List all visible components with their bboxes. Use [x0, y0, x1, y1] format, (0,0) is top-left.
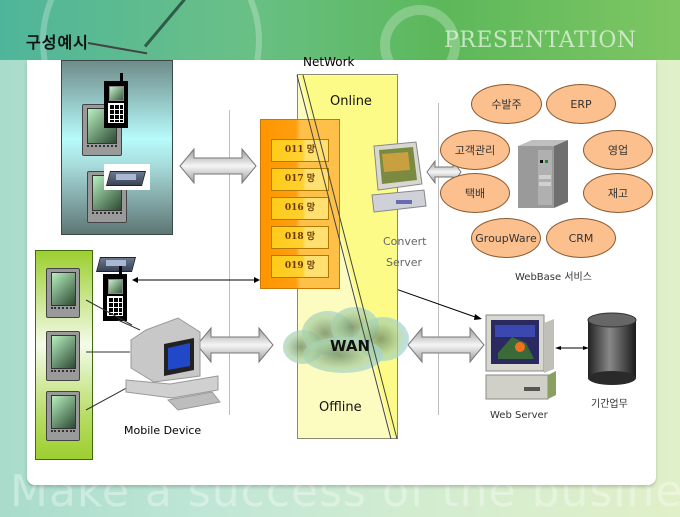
carrier-item: 016 망 [271, 197, 329, 220]
convert-server-label: Server [386, 256, 423, 269]
wan-label: WAN [330, 337, 371, 355]
pda-icon [46, 391, 80, 441]
double-arrow-icon [179, 147, 257, 185]
wireless-card-icon [94, 250, 140, 276]
convert-server-computer-icon [371, 141, 427, 213]
service-ellipse: 수발주 [471, 84, 542, 124]
wan-cloud-icon [283, 307, 409, 373]
mobile-device-label: Mobile Device [124, 424, 202, 437]
pda-icon [46, 268, 80, 318]
separator-line [438, 103, 439, 415]
service-ellipse: 택배 [440, 173, 510, 213]
pda-icon [46, 331, 80, 381]
online-offline-divider [296, 74, 398, 440]
tower-server-icon [518, 140, 568, 208]
pda-icon [82, 104, 122, 156]
carrier-item: 018 망 [271, 226, 329, 249]
service-ellipse: 재고 [583, 173, 653, 213]
service-ellipse: CRM [546, 218, 616, 258]
online-label: Online [330, 94, 372, 109]
desktop-computer-icon [125, 317, 221, 411]
mobile-devices-panel [35, 250, 93, 460]
double-arrow-icon [196, 326, 274, 364]
service-ellipse: ERP [546, 84, 616, 124]
mobile-phone-icon [103, 266, 127, 321]
service-ellipse: GroupWare [471, 218, 541, 258]
database-icon [587, 312, 637, 385]
page-title: 구성예시 [26, 33, 89, 52]
clock-decoration [40, 0, 262, 60]
legacy-system-label: 기간업무 [591, 399, 628, 410]
webbase-services-label: WebBase 서비스 [515, 272, 592, 283]
carrier-item: 019 망 [271, 255, 329, 278]
header-banner: 구성예시 PRESENTATION [0, 0, 680, 60]
double-arrow-icon [426, 159, 462, 185]
service-ellipse: 고객관리 [440, 130, 510, 170]
wireless-devices-panel [61, 60, 173, 235]
wireless-card-icon [104, 164, 150, 190]
separator-line [229, 110, 230, 415]
web-server-computer-icon [485, 314, 556, 400]
mobile-phone-icon [104, 73, 128, 128]
brand-text: PRESENTATION [444, 28, 637, 53]
convert-server-label: Convert [383, 235, 427, 248]
web-server-label: Web Server [490, 410, 548, 421]
service-ellipse: 영업 [583, 130, 653, 170]
offline-label: Offline [319, 400, 362, 415]
carrier-item: 017 망 [271, 168, 329, 191]
network-label: NetWork [303, 55, 355, 69]
ring-decoration [380, 5, 460, 60]
double-arrow-icon [407, 326, 485, 364]
